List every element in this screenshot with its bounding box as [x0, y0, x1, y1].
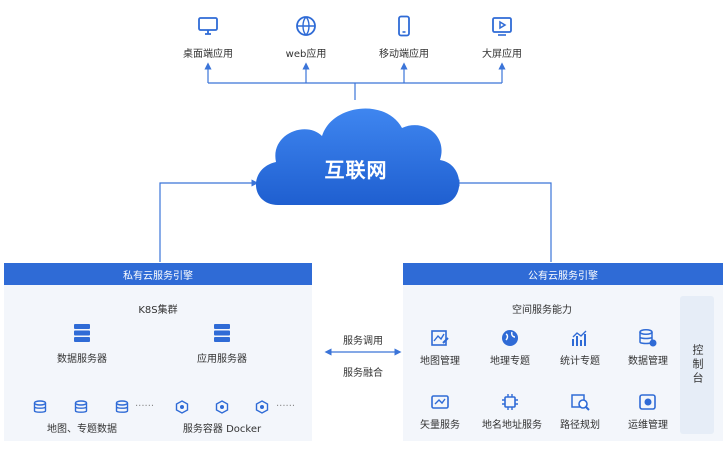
service-label[interactable]: 地名地址服务 — [482, 420, 542, 431]
spatial-capability-title: 空间服务能力 — [512, 305, 572, 316]
data-server-label: 数据服务器 — [57, 354, 107, 365]
globe-icon — [296, 16, 316, 36]
service-label[interactable]: 统计专题 — [560, 356, 600, 367]
engine-to-cloud-lines — [159, 179, 552, 262]
mobile-icon — [398, 15, 410, 37]
app-server-label: 应用服务器 — [197, 354, 247, 365]
chart-icon — [572, 330, 587, 346]
private-engine-panel — [4, 285, 312, 441]
data-caption: 地图、专题数据 — [47, 424, 117, 435]
service-label[interactable]: 运维管理 — [628, 420, 668, 431]
app-mobile — [392, 14, 416, 42]
container-icon — [175, 400, 189, 414]
container-caption: 服务容器 Docker — [182, 424, 262, 435]
map-edit-icon — [431, 330, 449, 346]
cloud-to-apps-lines — [204, 62, 506, 100]
database-icon — [74, 400, 88, 413]
console-panel[interactable]: 控制台 — [680, 296, 714, 434]
service-label[interactable]: 路径规划 — [560, 420, 600, 431]
container-ellipsis: ...... — [276, 398, 296, 409]
app-web — [294, 14, 318, 42]
app-mobile-label: 移动端应用 — [379, 49, 429, 60]
monitor-icon — [198, 17, 218, 35]
vector-icon — [431, 395, 449, 409]
k8s-cluster-title: K8S集群 — [138, 305, 178, 316]
public-engine-panel — [403, 285, 723, 441]
public-engine-header: 公有云服务引擎 — [403, 263, 723, 285]
app-bigscreen — [490, 14, 514, 42]
service-call-label: 服务调用 — [343, 336, 383, 347]
database-gear-icon — [639, 328, 657, 347]
server-icon — [74, 324, 90, 342]
chip-icon — [502, 394, 518, 410]
container-icon — [215, 400, 229, 414]
database-icon — [115, 400, 129, 413]
service-fusion-label: 服务融合 — [343, 368, 383, 379]
app-desktop — [196, 14, 220, 42]
server-icon — [214, 324, 230, 342]
console-label: 控制台 — [691, 344, 704, 386]
service-label[interactable]: 数据管理 — [628, 356, 668, 367]
app-web-label: web应用 — [285, 49, 327, 60]
private-engine-header: 私有云服务引擎 — [4, 263, 312, 285]
cloud-label: 互联网 — [324, 158, 388, 182]
route-search-icon — [571, 394, 590, 411]
service-label[interactable]: 地理专题 — [490, 356, 530, 367]
earth-icon — [502, 330, 518, 346]
container-icon — [255, 400, 269, 414]
database-icon — [33, 400, 47, 413]
service-label[interactable]: 地图管理 — [420, 356, 460, 367]
app-desktop-label: 桌面端应用 — [183, 49, 233, 60]
service-label[interactable]: 矢量服务 — [420, 420, 460, 431]
play-screen-icon — [492, 17, 512, 36]
app-bigscreen-label: 大屏应用 — [482, 49, 522, 60]
data-ellipsis: ...... — [135, 398, 155, 409]
ops-icon — [639, 394, 656, 410]
